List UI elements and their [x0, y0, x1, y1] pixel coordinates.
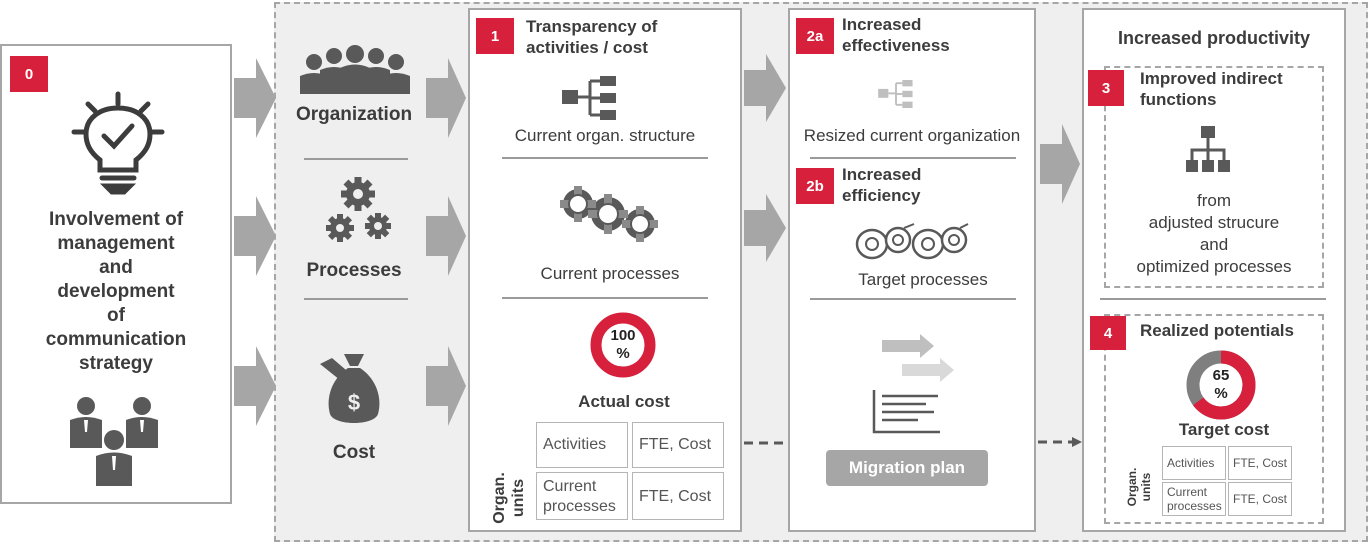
migration-plan-label: Migration plan [848, 458, 966, 477]
arrow-step1-step2b [744, 194, 786, 262]
step1-org-label: Current organ. structure [514, 126, 696, 145]
step4-table-cell: FTE, Cost [1228, 482, 1292, 516]
step1-divider-1 [502, 157, 708, 159]
management-people-icon [70, 397, 158, 486]
step1-badge: 1 [476, 18, 514, 54]
dimension-cost-label: Cost [332, 442, 376, 463]
target-gears-icon [855, 223, 969, 260]
dimensions-divider-2 [304, 298, 408, 300]
arrow-step0-org [234, 58, 276, 138]
arrow-step1-step2a [744, 54, 786, 122]
step1-donut [590, 312, 656, 378]
step3-text: from adjusted strucure and optimized pro… [1136, 191, 1292, 276]
step2a-badge: 2a [796, 18, 834, 54]
resized-org-icon [878, 80, 913, 108]
step2b-badge: 2b [796, 168, 834, 204]
lightbulb-check-icon [71, 91, 165, 195]
step1-donut-value: 100 % [610, 327, 636, 362]
gears-chain-icon [560, 186, 658, 242]
money-bag-icon: $ [320, 354, 380, 423]
step0-text: Involvement of management and developmen… [45, 209, 187, 374]
dashed-connector-2 [1038, 437, 1082, 447]
org-structure-icon [562, 76, 616, 120]
step1-divider-2 [502, 297, 708, 299]
step3-box [1104, 66, 1324, 288]
step2-divider-2 [810, 298, 1016, 300]
dimension-organization-label: Organization [295, 104, 413, 125]
arrow-org-step1 [426, 58, 466, 138]
gears-icon [326, 177, 391, 242]
people-group-icon [300, 45, 410, 94]
step4-table-cell: FTE, Cost [1228, 446, 1292, 480]
step1-table-cell: FTE, Cost [632, 472, 724, 520]
step4-table-cell: Activities [1162, 446, 1226, 480]
step4-table-side-label: Organ. units [1125, 467, 1153, 507]
step0-panel [0, 44, 232, 504]
arrow-proc-step1 [426, 196, 466, 276]
step4-table-cell: Current processes [1162, 482, 1226, 516]
step4-title: Realized potentials [1140, 321, 1294, 340]
step4-cost-label: Target cost [1178, 420, 1270, 439]
step1-proc-label: Current processes [540, 264, 680, 283]
step1-table-cell: Current processes [536, 472, 628, 520]
arrow-step2-productivity [1040, 124, 1080, 204]
dimensions-divider-1 [304, 158, 408, 160]
migration-plan-icon [872, 334, 954, 434]
arrow-step0-proc [234, 196, 276, 276]
step1-cost-label: Actual cost [578, 392, 670, 411]
step2a-title: Increased effectiveness [842, 15, 950, 55]
arrow-step0-cost [234, 346, 276, 426]
productivity-divider [1100, 298, 1326, 300]
step1-title: Transparency of activities / cost [526, 17, 658, 57]
step2-divider-1 [810, 157, 1016, 159]
step4-donut [1186, 350, 1256, 420]
step3-badge: 3 [1088, 70, 1124, 106]
step2b-label: Target processes [858, 270, 988, 289]
step2a-label: Resized current organization [803, 126, 1021, 145]
step1-table-side-label: Organ. units [491, 472, 527, 524]
step3-title: Improved indirect functions [1140, 69, 1283, 109]
step1-table-cell: FTE, Cost [632, 422, 724, 468]
step4-badge: 4 [1090, 316, 1126, 350]
migration-plan-button[interactable]: Migration plan [826, 450, 988, 486]
arrow-cost-step1 [426, 346, 466, 426]
step4-donut-value: 65 % [1212, 367, 1230, 402]
step1-table-cell: Activities [536, 422, 628, 468]
dashed-connector-1 [744, 441, 788, 445]
step0-badge: 0 [10, 56, 48, 92]
step2b-title: Increased efficiency [842, 165, 922, 205]
dimension-processes-label: Processes [306, 260, 402, 281]
hierarchy-icon [1186, 126, 1230, 172]
svg-text:$: $ [348, 390, 360, 415]
productivity-title: Increased productivity [1117, 28, 1311, 48]
